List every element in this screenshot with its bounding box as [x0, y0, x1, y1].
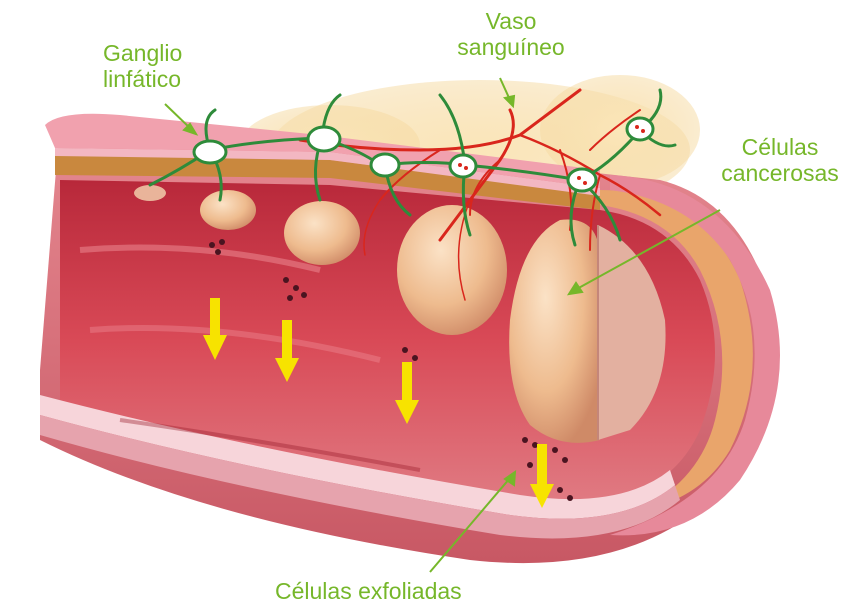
lymph-node	[194, 141, 226, 163]
label-vaso-line1: Vaso	[436, 8, 586, 34]
tumor-small	[200, 190, 256, 230]
label-ganglio-line1: Ganglio	[103, 40, 182, 66]
colon-tube	[40, 114, 780, 563]
label-ganglio-linfatico: Ganglio linfático	[103, 40, 182, 92]
label-ganglio-line2: linfático	[103, 66, 182, 92]
label-celulas-cancerosas: Células cancerosas	[700, 134, 860, 186]
label-exfoliadas-text: Células exfoliadas	[275, 578, 462, 604]
label-vaso-sanguineo: Vaso sanguíneo	[436, 8, 586, 60]
lymph-node	[568, 169, 596, 191]
lymph-node	[627, 118, 653, 140]
label-cancerosas-line1: Células	[700, 134, 860, 160]
label-vaso-line2: sanguíneo	[436, 34, 586, 60]
tumor-medium	[284, 201, 360, 265]
lymph-node	[450, 155, 476, 177]
label-celulas-exfoliadas: Células exfoliadas	[275, 578, 462, 604]
tumor-tiny	[134, 185, 166, 201]
label-cancerosas-line2: cancerosas	[700, 160, 860, 186]
lymph-node	[308, 127, 340, 151]
lymph-node	[371, 154, 399, 176]
